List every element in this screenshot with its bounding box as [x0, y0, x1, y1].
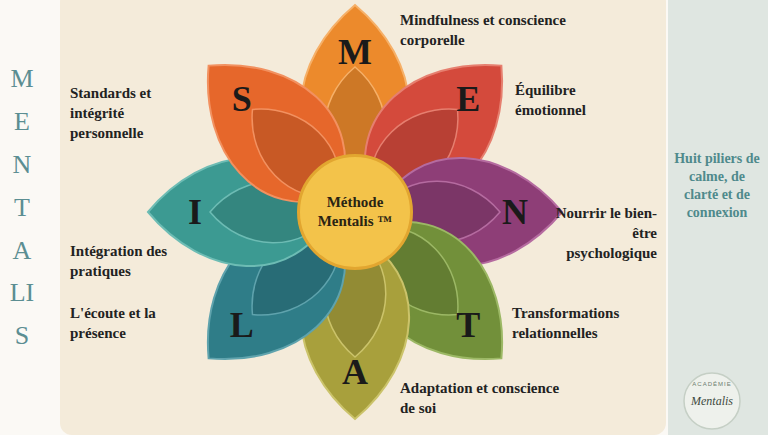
petal-letter: N	[502, 194, 528, 230]
pillar-label: Adaptation et conscience de soi	[400, 378, 560, 418]
circle-shape	[297, 154, 413, 270]
petal-letter: M	[338, 34, 372, 70]
logo-circle	[684, 373, 740, 429]
petal-letter: I	[188, 194, 202, 230]
vertical-word: MENTALIS	[9, 58, 35, 358]
side-tagline: Huit piliers de calme, de clarté et de c…	[671, 150, 763, 222]
petal-letter: T	[456, 307, 480, 343]
logo-script: Mentalis	[691, 394, 733, 409]
circle-outline	[299, 156, 412, 269]
pillar-label: Nourrir le bien-être psychologique	[550, 203, 657, 263]
petal-letter: S	[232, 81, 252, 117]
pillar-label: Transformations relationnelles	[512, 303, 652, 343]
side-panel	[668, 0, 768, 435]
center-circle: Méthode Mentalis ™	[297, 154, 413, 270]
logo-text: ACADÉMIE	[692, 381, 731, 387]
pillar-label: Standards et intégrité personnelle	[70, 83, 175, 143]
petal-letter: L	[230, 307, 254, 343]
petal-letter: E	[456, 81, 480, 117]
pillar-label: L'écoute et la présence	[70, 303, 188, 343]
pillar-label: Équilibre émotionnel	[515, 80, 625, 120]
center-title: Méthode Mentalis ™	[305, 193, 405, 231]
pillar-label: Intégration des pratiques	[70, 241, 182, 281]
petal-letter: A	[342, 354, 368, 390]
main-panel	[60, 0, 666, 435]
pillar-label: Mindfulness et conscience corporelle	[400, 10, 570, 50]
